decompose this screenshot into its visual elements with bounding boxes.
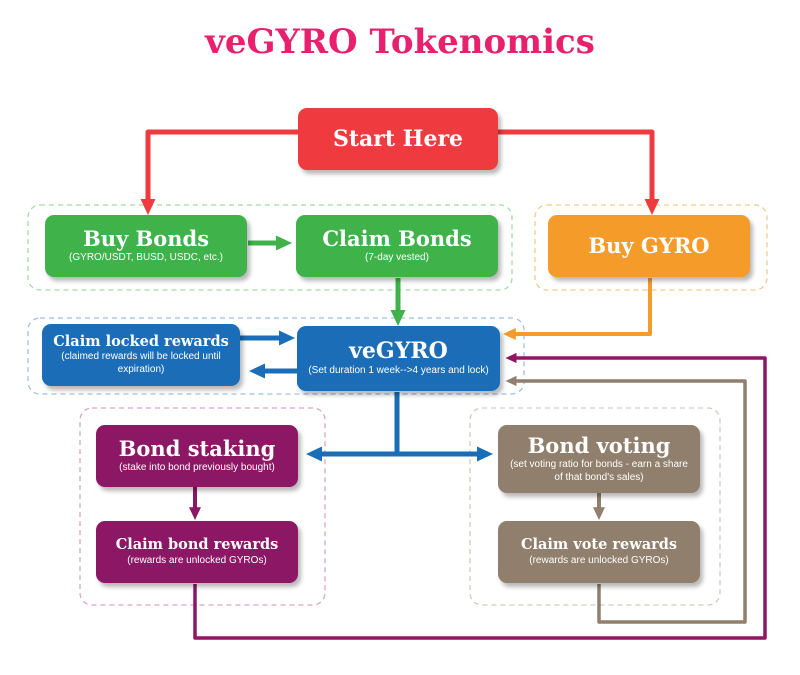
bond-staking-subtitle: (stake into bond previously bought)	[119, 462, 275, 474]
buy-bonds-subtitle: (GYRO/USDT, BUSD, USDC, etc.)	[69, 252, 223, 264]
vegyro-subtitle: (Set duration 1 week-->4 years and lock)	[308, 365, 489, 377]
buy-gyro-node: Buy GYRO	[548, 215, 750, 277]
claim-locked-rewards-subtitle: (claimed rewards will be locked until ex…	[61, 351, 221, 375]
group-vegyro-outline	[27, 317, 525, 395]
bond-staking-title: Bond staking	[118, 436, 276, 462]
claim-vote-rewards-subtitle: (rewards are unlocked GYROs)	[529, 554, 669, 566]
claim-bond-rewards-title: Claim bond rewards	[115, 535, 279, 553]
arrow-start-to-buy-bonds	[140, 129, 300, 215]
claim-locked-rewards-node: Claim locked rewards (claimed rewards wi…	[42, 324, 240, 386]
claim-bonds-title: Claim Bonds	[322, 226, 472, 252]
buy-gyro-title: Buy GYRO	[588, 233, 710, 259]
claim-locked-rewards-title: Claim locked rewards	[53, 332, 229, 350]
bond-voting-subtitle: (set voting ratio for bonds - earn a sha…	[510, 459, 688, 483]
arrow-vote-rewards-loop-to-vegyro	[505, 375, 747, 624]
vegyro-node: veGYRO (Set duration 1 week-->4 years an…	[297, 326, 500, 391]
vegyro-title: veGYRO	[349, 338, 448, 365]
bond-voting-title: Bond voting	[527, 432, 671, 458]
group-staking-outline	[79, 407, 326, 606]
buy-bonds-title: Buy Bonds	[82, 226, 210, 252]
claim-bond-rewards-subtitle: (rewards are unlocked GYROs)	[127, 554, 267, 566]
claim-bond-rewards-node: Claim bond rewards (rewards are unlocked…	[96, 521, 298, 583]
claim-vote-rewards-title: Claim vote rewards	[520, 535, 678, 553]
bond-voting-node: Bond voting (set voting ratio for bonds …	[498, 425, 700, 493]
arrow-start-to-buy-gyro	[497, 129, 660, 215]
claim-bonds-subtitle: (7-day vested)	[365, 252, 429, 264]
arrow-buy-gyro-to-vegyro	[503, 278, 652, 340]
start-here-title: Start Here	[332, 125, 464, 152]
bond-staking-node: Bond staking (stake into bond previously…	[96, 425, 298, 487]
group-bonds-outline	[27, 204, 513, 291]
buy-bonds-node: Buy Bonds (GYRO/USDT, BUSD, USDC, etc.)	[45, 215, 247, 277]
diagram-title: veGYRO Tokenomics	[205, 22, 595, 62]
start-here-node: Start Here	[298, 108, 498, 170]
claim-bonds-node: Claim Bonds (7-day vested)	[296, 215, 498, 277]
group-voting-outline	[469, 407, 721, 606]
claim-vote-rewards-node: Claim vote rewards (rewards are unlocked…	[498, 521, 700, 583]
arrow-bond-rewards-loop-to-vegyro	[193, 352, 767, 640]
